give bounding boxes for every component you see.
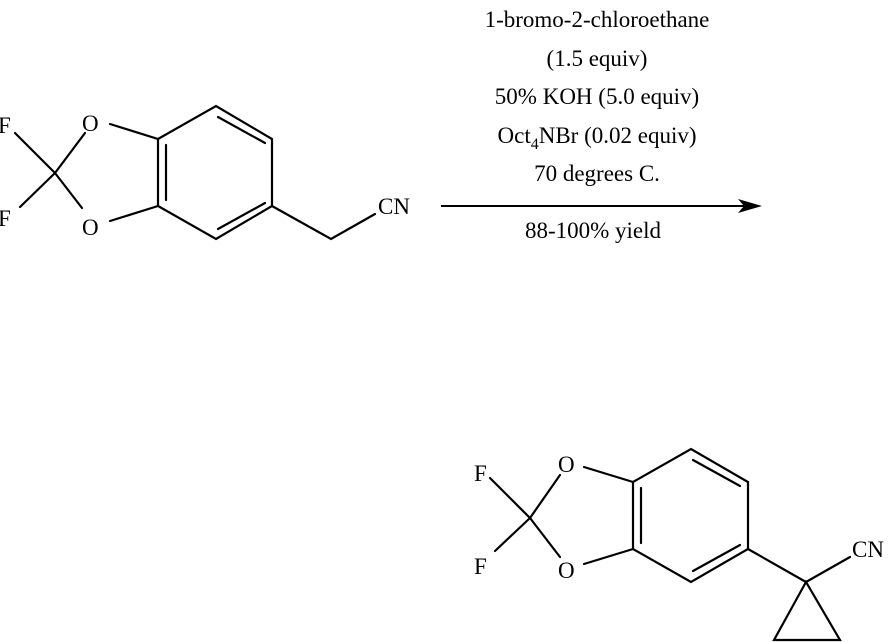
reactant-oxygen-top: O: [82, 111, 99, 136]
arrowhead-icon: [738, 199, 762, 213]
reactant-molecule: F F O O CN: [0, 104, 410, 241]
reagent-1-amount: (1.5 equiv): [547, 46, 648, 71]
product-bonds: [488, 447, 852, 642]
product-nitrile: CN: [852, 537, 884, 562]
catalyst-suffix: NBr (0.02 equiv): [539, 123, 697, 148]
product-fluorine-bottom: F: [474, 554, 487, 579]
product-oxygen-top: O: [558, 452, 575, 477]
product-fluorine-top: F: [474, 461, 487, 486]
product-molecule: F F O O CN: [474, 447, 884, 642]
reactant-nitrile: CN: [378, 194, 410, 219]
catalyst: Oct4NBr (0.02 equiv): [498, 123, 697, 153]
catalyst-subscript: 4: [531, 136, 539, 153]
reactant-fluorine-top: F: [0, 113, 11, 138]
yield: 88-100% yield: [525, 218, 662, 243]
reaction-conditions: 1-bromo-2-chloroethane (1.5 equiv) 50% K…: [485, 7, 710, 243]
reactant-fluorine-bottom: F: [0, 206, 11, 231]
reagent-1: 1-bromo-2-chloroethane: [485, 7, 710, 32]
product-oxygen-bottom: O: [558, 558, 575, 583]
reactant-bonds: [13, 104, 377, 241]
catalyst-prefix: Oct: [498, 123, 532, 148]
reactant-oxygen-bottom: O: [82, 215, 99, 240]
reaction-arrow: [441, 199, 762, 213]
temperature: 70 degrees C.: [534, 161, 660, 186]
base-reagent: 50% KOH (5.0 equiv): [495, 84, 699, 109]
